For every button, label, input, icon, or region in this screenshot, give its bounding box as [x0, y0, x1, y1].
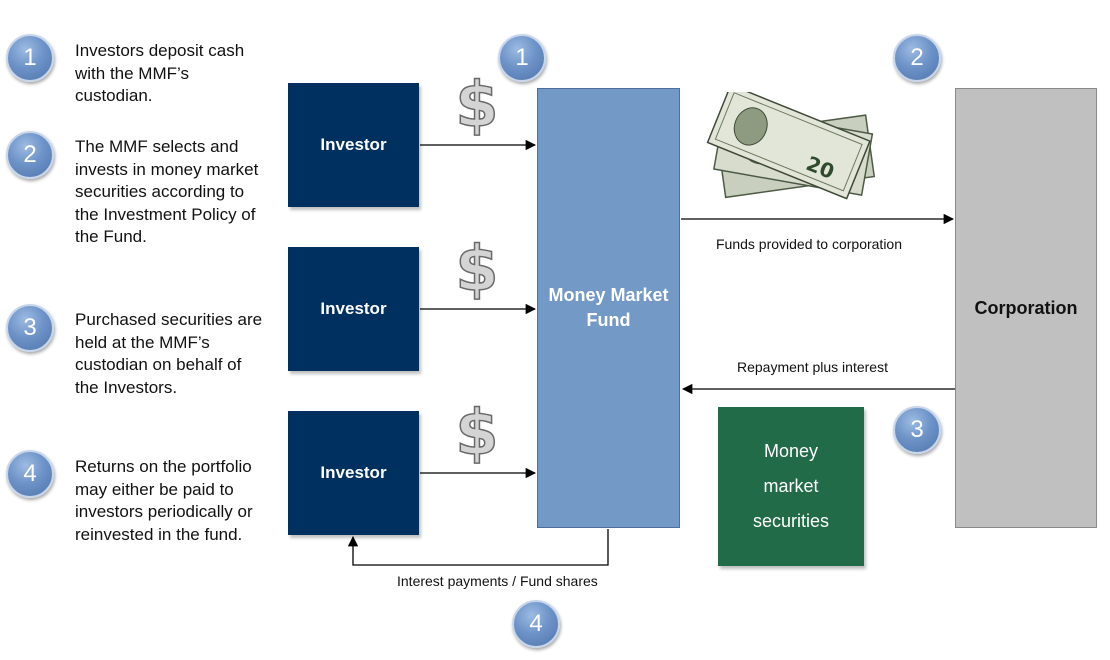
dollar-sign-icon: $ — [455, 72, 500, 136]
step-2-marker: 2 — [6, 131, 54, 179]
investor-label: Investor — [320, 463, 387, 482]
dollar-sign-icon: $ — [455, 400, 500, 464]
securities-label-line-1: Money — [763, 441, 819, 461]
repayment-label: Repayment plus interest — [737, 359, 888, 375]
step-3-text: Purchased securities are held at the MMF… — [75, 310, 263, 397]
money-market-securities-box: Money market securities — [718, 407, 864, 566]
svg-text:$: $ — [455, 400, 498, 464]
svg-text:$: $ — [455, 236, 498, 300]
interest-payments-label: Interest payments / Fund shares — [397, 573, 598, 589]
funds-provided-label: Funds provided to corporation — [716, 236, 902, 252]
investor-label: Investor — [320, 135, 387, 154]
step-2-text: The MMF selects and invests in money mar… — [75, 137, 259, 246]
investor-box-1: Investor — [288, 83, 419, 207]
step-1-text: Investors deposit cash with the MMF’s cu… — [75, 41, 245, 105]
securities-label-line-2: market — [763, 476, 819, 496]
investor-box-2: Investor — [288, 247, 419, 371]
investor-label: Investor — [320, 299, 387, 318]
money-market-fund-box: Money Market Fund — [537, 88, 680, 528]
corporation-box: Corporation — [955, 88, 1097, 528]
dollar-sign-icon: $ — [455, 236, 500, 300]
step-4-marker: 4 — [6, 450, 54, 498]
corporation-label: Corporation — [974, 297, 1078, 318]
step-4-text: Returns on the portfolio may either be p… — [75, 457, 253, 544]
svg-text:$: $ — [455, 72, 498, 136]
mmf-label-line-2: Fund — [586, 310, 631, 330]
diagram-step-1-marker: 1 — [498, 34, 546, 82]
diagram-step-4-marker: 4 — [512, 600, 560, 648]
diagram-step-2-marker: 2 — [893, 34, 941, 82]
cash-bills-icon: 20 20 — [706, 92, 876, 200]
investor-box-3: Investor — [288, 411, 419, 535]
interest-return-arrow — [347, 529, 609, 566]
step-3-marker: 3 — [6, 304, 54, 352]
securities-label-line-3: securities — [752, 511, 830, 531]
step-1-marker: 1 — [6, 34, 54, 82]
mmf-label-line-1: Money Market — [548, 285, 669, 305]
diagram-step-3-marker: 3 — [893, 406, 941, 454]
